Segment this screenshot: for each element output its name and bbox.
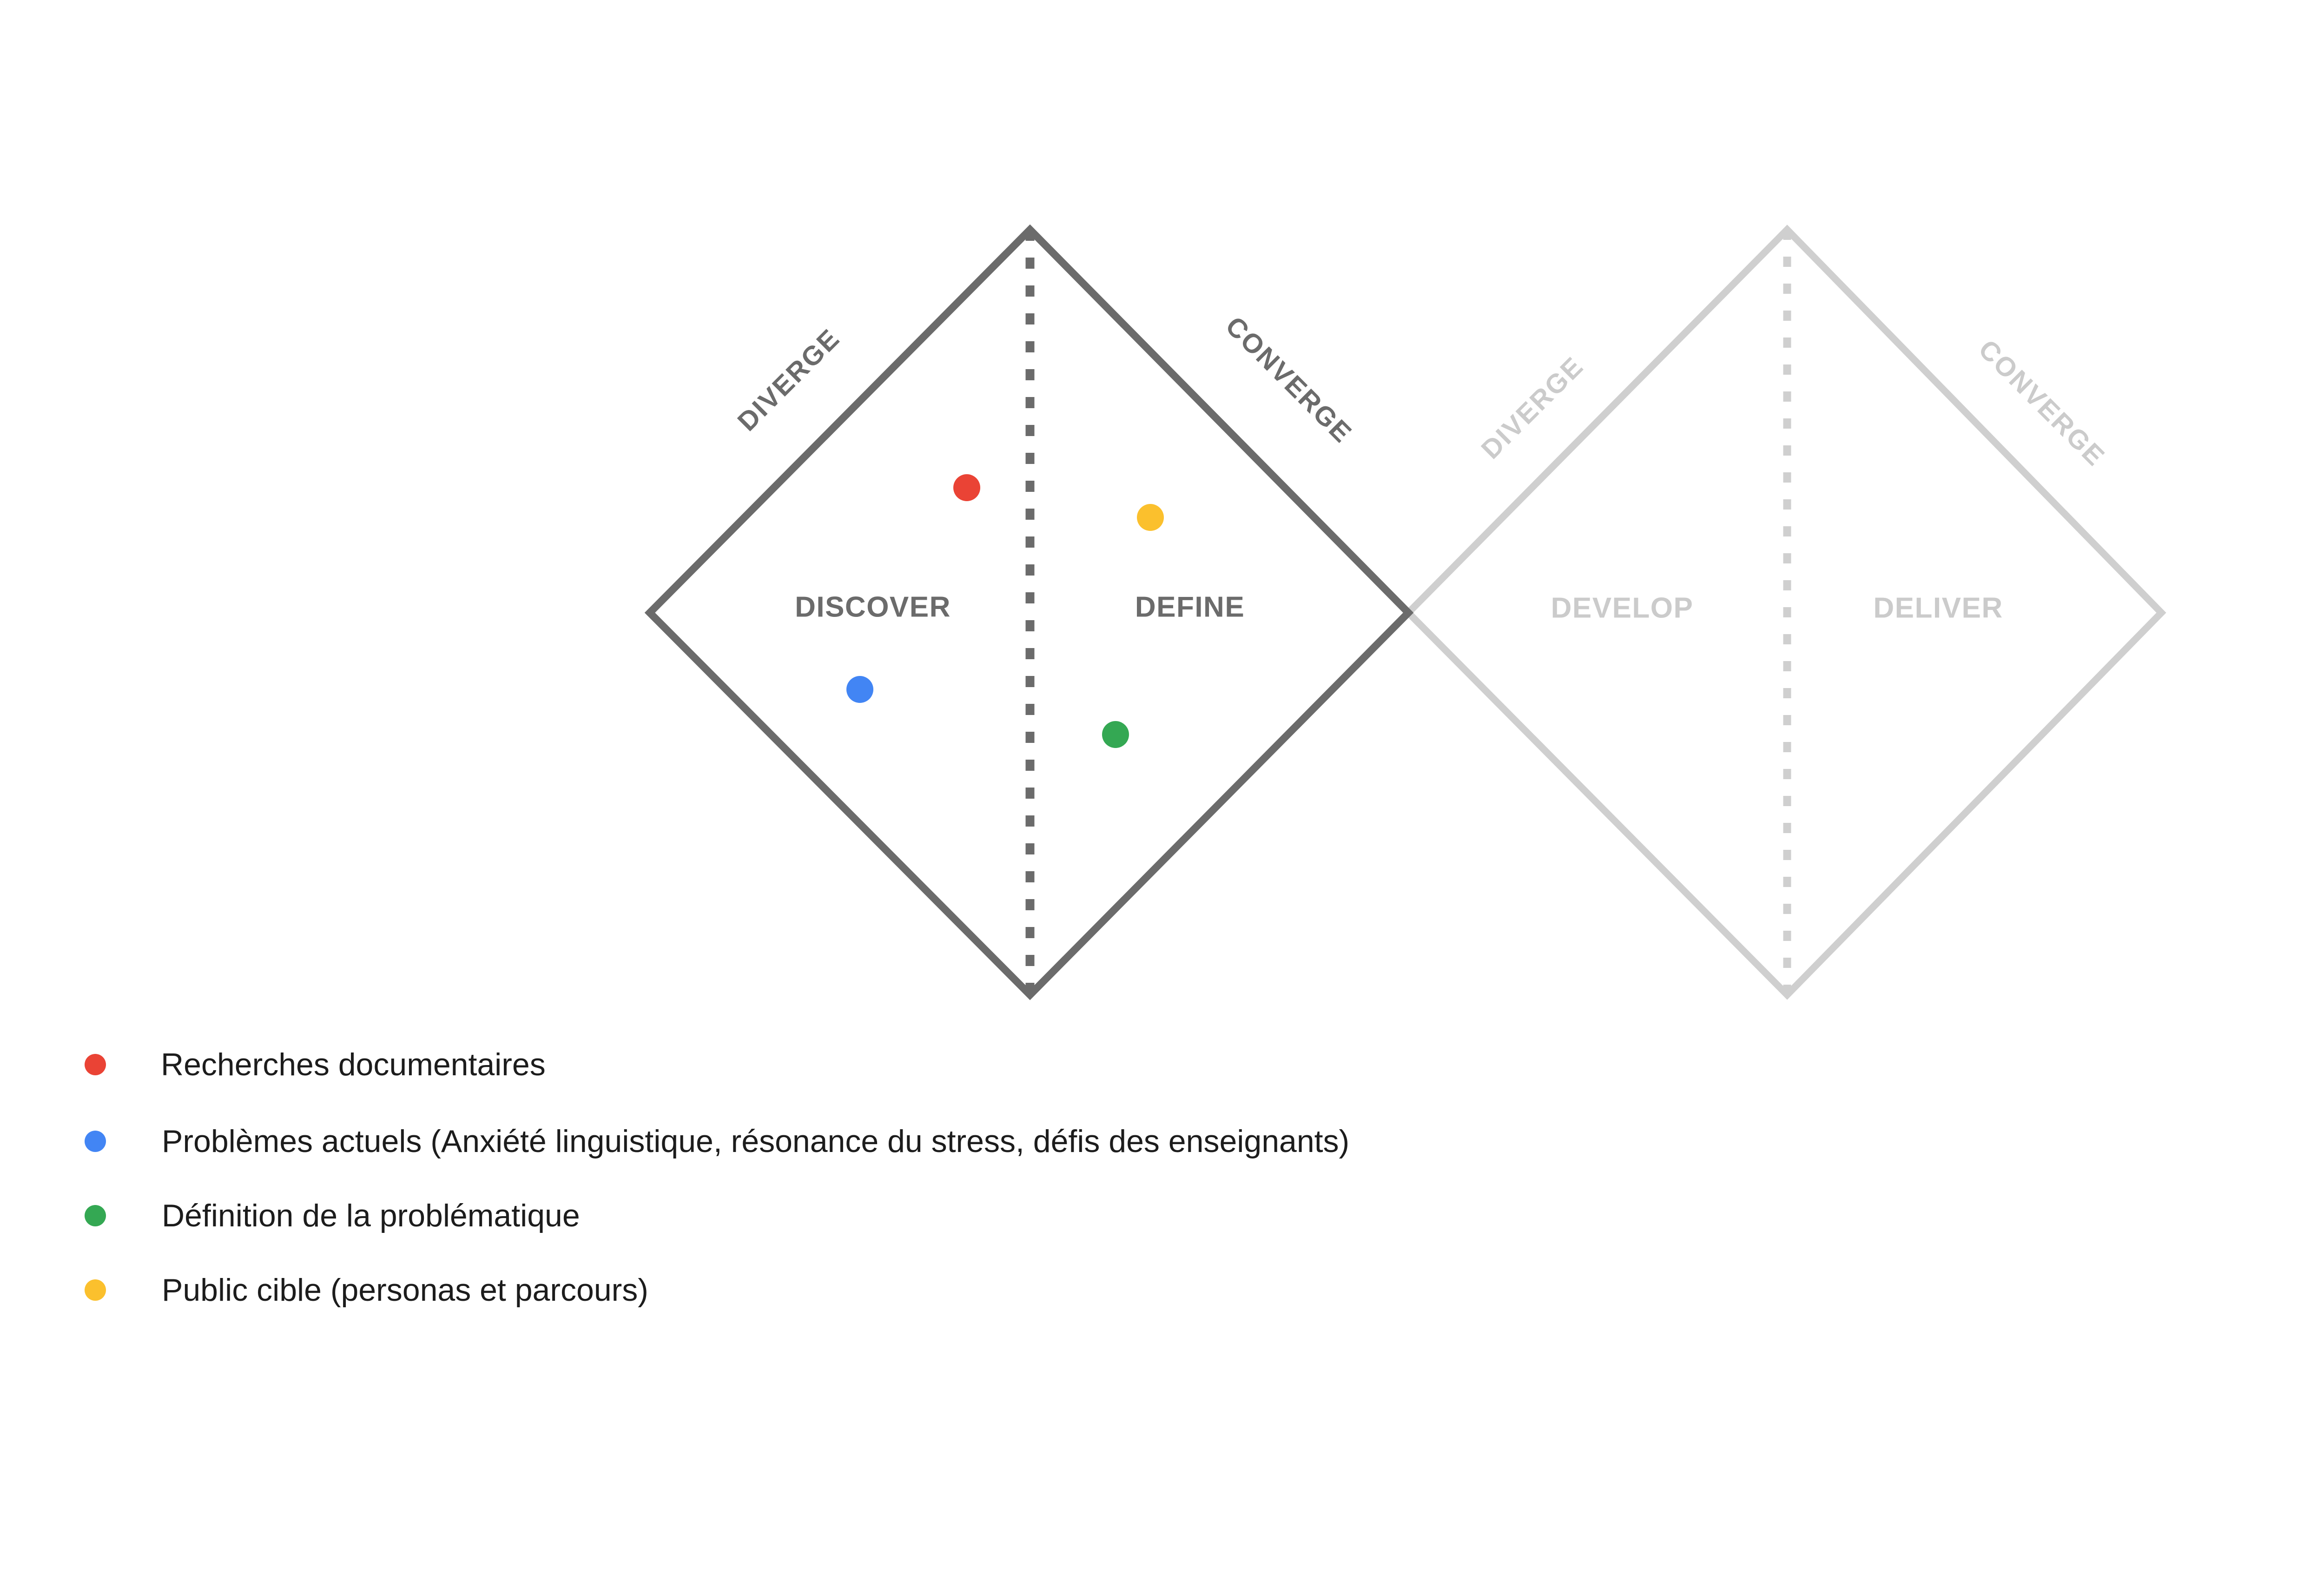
diamond-2-group[interactable]: DIVERGE CONVERGE DEVELOP DELIVER	[1403, 225, 2166, 1000]
marker-green-dot[interactable]	[1102, 721, 1129, 748]
diamond-1-outline	[644, 224, 1414, 1000]
diamond-1-group[interactable]: DIVERGE CONVERGE DISCOVER DEFINE	[644, 224, 1414, 1000]
legend-swatch-icon	[85, 1279, 106, 1301]
diamond-2-converge-label: CONVERGE	[1973, 334, 2111, 472]
phase-label-define[interactable]: DEFINE	[1135, 591, 1245, 623]
diamond-1-diverge-label: DIVERGE	[732, 323, 845, 437]
legend-swatch-icon	[85, 1054, 106, 1075]
markers-group	[846, 474, 1164, 748]
diamond-1-converge-label: CONVERGE	[1220, 311, 1358, 449]
legend-item[interactable]: Définition de la problématique	[70, 1178, 2208, 1253]
legend-item-label: Problèmes actuels (Anxiété linguistique,…	[162, 1124, 1350, 1159]
phase-label-deliver[interactable]: DELIVER	[1873, 592, 2003, 624]
double-diamond-diagram: DIVERGE CONVERGE DEVELOP DELIVER DIVERGE…	[644, 224, 2166, 1000]
legend-item-label: Recherches documentaires	[161, 1047, 546, 1082]
marker-blue-dot[interactable]	[846, 676, 873, 703]
legend-swatch-icon	[85, 1205, 106, 1226]
legend-item[interactable]: Public cible (personas et parcours)	[70, 1253, 2208, 1327]
legend-item[interactable]: Problèmes actuels (Anxiété linguistique,…	[70, 1104, 2208, 1178]
legend-item-label: Public cible (personas et parcours)	[162, 1272, 648, 1308]
legend-item-label: Définition de la problématique	[162, 1198, 580, 1233]
marker-red-dot[interactable]	[953, 474, 980, 501]
phase-label-develop[interactable]: DEVELOP	[1551, 592, 1694, 624]
legend-item[interactable]: Recherches documentaires	[70, 1025, 2208, 1104]
marker-yellow-dot[interactable]	[1137, 504, 1164, 531]
diamond-2-outline	[1403, 225, 2166, 1000]
legend: Recherches documentaires Problèmes actue…	[70, 1025, 2208, 1327]
phase-label-discover[interactable]: DISCOVER	[795, 591, 951, 623]
legend-swatch-icon	[85, 1131, 106, 1152]
